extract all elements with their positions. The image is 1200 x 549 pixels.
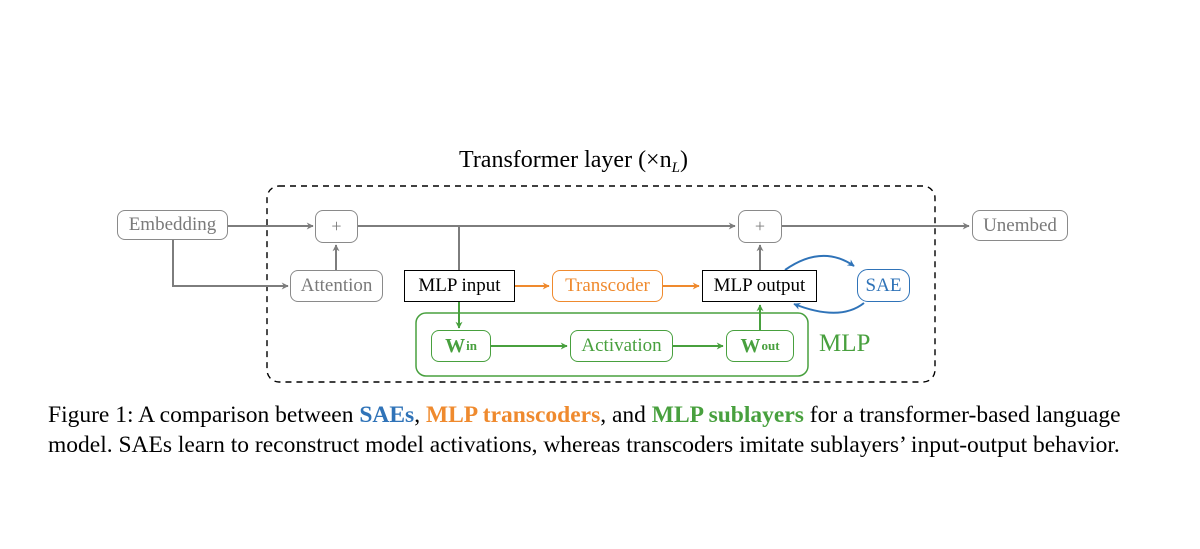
mlp-input-node: MLP input bbox=[404, 270, 515, 302]
caption-prefix: Figure 1: A comparison between bbox=[48, 402, 360, 428]
title-text: Transformer layer (×n bbox=[459, 147, 672, 173]
caption-saes: SAEs bbox=[359, 402, 415, 428]
arrow-mlp-output-to-sae bbox=[784, 254, 855, 271]
sae-node: SAE bbox=[857, 269, 910, 302]
figure-caption: Figure 1: A comparison between SAEs, MLP… bbox=[48, 400, 1158, 460]
caption-transcoders: MLP transcoders bbox=[425, 402, 601, 428]
attention-node: Attention bbox=[290, 270, 383, 302]
title-close: ) bbox=[679, 147, 688, 173]
transformer-layer-title: Transformer layer (×nL) bbox=[459, 147, 688, 177]
title-subscript: L bbox=[671, 160, 680, 176]
arrow-embedding-to-attention bbox=[172, 240, 289, 290]
residual-add-node-right: + bbox=[738, 210, 782, 243]
w-out-symbol: W bbox=[740, 334, 761, 357]
activation-node: Activation bbox=[570, 330, 673, 362]
transcoder-node: Transcoder bbox=[552, 270, 663, 302]
arrow-sae-to-mlp-output bbox=[793, 302, 865, 314]
mlp-output-node: MLP output bbox=[702, 270, 817, 302]
unembed-node: Unembed bbox=[972, 210, 1068, 241]
caption-rest: for a transformer-based language model. … bbox=[48, 402, 1121, 458]
caption-sep2: , and bbox=[600, 402, 652, 428]
residual-add-node-left: + bbox=[315, 210, 358, 243]
w-in-subscript: in bbox=[466, 338, 477, 353]
embedding-node: Embedding bbox=[117, 210, 228, 240]
mlp-label: MLP bbox=[819, 330, 871, 357]
w-in-symbol: W bbox=[445, 334, 466, 357]
w-out-subscript: out bbox=[761, 338, 780, 353]
transformer-layer-box bbox=[266, 185, 936, 383]
caption-sep1: , bbox=[414, 402, 426, 428]
mlp-box bbox=[415, 312, 809, 377]
caption-sublayers: MLP sublayers bbox=[651, 402, 804, 428]
